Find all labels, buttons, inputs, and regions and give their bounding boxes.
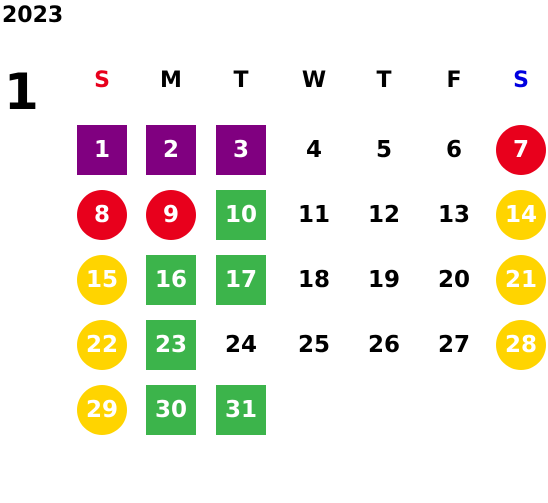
day-cell-22[interactable]: 22 xyxy=(77,320,127,370)
day-cell-17[interactable]: 17 xyxy=(216,255,266,305)
weekday-wed: W xyxy=(301,68,327,93)
weekday-sun: S xyxy=(94,68,110,93)
day-cell-24[interactable]: 24 xyxy=(224,332,257,358)
day-cell-5[interactable]: 5 xyxy=(375,137,392,163)
day-cell-18[interactable]: 18 xyxy=(297,267,330,293)
month-number: 1 xyxy=(4,63,39,121)
weekday-thu: T xyxy=(376,68,392,93)
day-cell-7[interactable]: 7 xyxy=(496,125,546,175)
day-cell-19[interactable]: 19 xyxy=(367,267,400,293)
year-label: 2023 xyxy=(2,3,64,28)
day-cell-11[interactable]: 11 xyxy=(297,202,330,228)
day-cell-1[interactable]: 1 xyxy=(77,125,127,175)
day-cell-14[interactable]: 14 xyxy=(496,190,546,240)
day-cell-13[interactable]: 13 xyxy=(437,202,470,228)
day-cell-31[interactable]: 31 xyxy=(216,385,266,435)
day-cell-10[interactable]: 10 xyxy=(216,190,266,240)
day-cell-6[interactable]: 6 xyxy=(445,137,462,163)
day-cell-3[interactable]: 3 xyxy=(216,125,266,175)
day-cell-16[interactable]: 16 xyxy=(146,255,196,305)
day-cell-12[interactable]: 12 xyxy=(367,202,400,228)
day-cell-21[interactable]: 21 xyxy=(496,255,546,305)
day-cell-9[interactable]: 9 xyxy=(146,190,196,240)
day-cell-8[interactable]: 8 xyxy=(77,190,127,240)
day-cell-29[interactable]: 29 xyxy=(77,385,127,435)
weekday-fri: F xyxy=(446,68,462,93)
day-cell-2[interactable]: 2 xyxy=(146,125,196,175)
day-cell-25[interactable]: 25 xyxy=(297,332,330,358)
day-cell-23[interactable]: 23 xyxy=(146,320,196,370)
weekday-sat: S xyxy=(513,68,529,93)
day-cell-4[interactable]: 4 xyxy=(305,137,322,163)
day-cell-26[interactable]: 26 xyxy=(367,332,400,358)
day-cell-15[interactable]: 15 xyxy=(77,255,127,305)
weekday-mon: M xyxy=(160,68,182,93)
day-cell-20[interactable]: 20 xyxy=(437,267,470,293)
day-cell-30[interactable]: 30 xyxy=(146,385,196,435)
day-cell-28[interactable]: 28 xyxy=(496,320,546,370)
day-cell-27[interactable]: 27 xyxy=(437,332,470,358)
weekday-tue: T xyxy=(233,68,249,93)
